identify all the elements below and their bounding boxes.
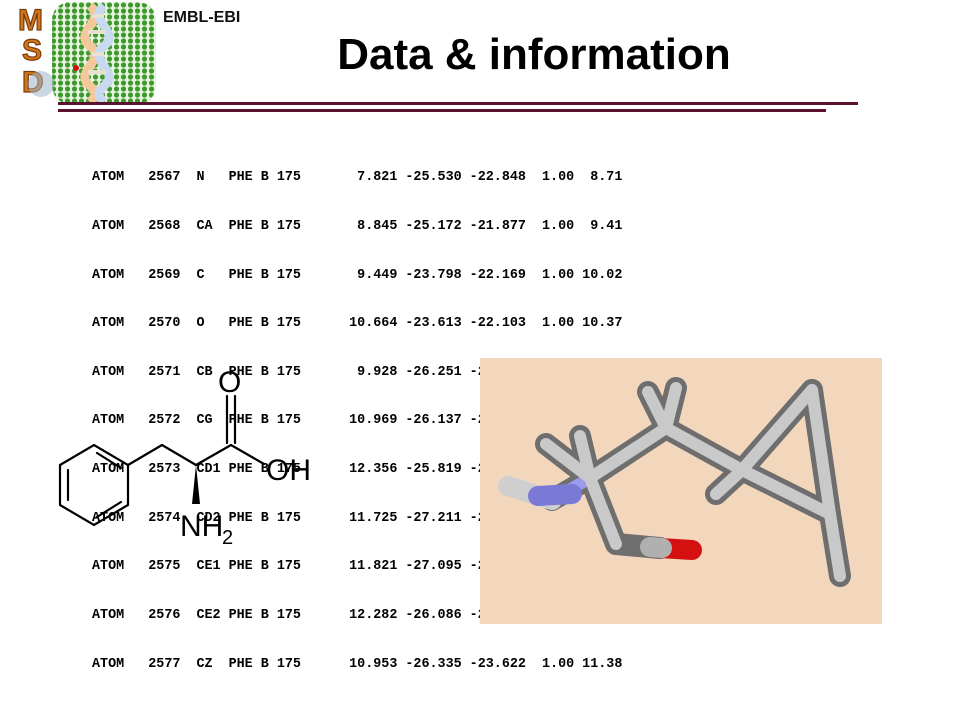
logo-letter-s: S [22,34,42,67]
hydroxyl-label: OH [266,454,311,487]
phenylalanine-2d-structure: O OH NH 2 [50,358,430,558]
msd-logo: M S D [8,2,160,106]
title-rule-bottom [58,109,826,112]
amine-label: NH [180,510,223,543]
pdb-record: ATOM 2569 C PHE B 175 9.449 -23.798 -22.… [92,267,623,283]
organization-label: EMBL-EBI [163,9,241,26]
pdb-record: ATOM 2567 N PHE B 175 7.821 -25.530 -22.… [92,170,623,186]
phenylalanine-3d-render [480,358,882,624]
pdb-record: ATOM 2577 CZ PHE B 175 10.953 -26.335 -2… [92,656,623,672]
pdb-record: ATOM 2568 CA PHE B 175 8.845 -25.172 -21… [92,219,623,235]
title-rule-top [58,102,858,105]
page-title: Data & information [337,30,731,79]
amine-subscript: 2 [222,527,233,549]
logo-letter-m: M [18,4,43,37]
oxygen-label: O [218,366,241,399]
pdb-record: ATOM 2570 O PHE B 175 10.664 -23.613 -22… [92,316,623,332]
